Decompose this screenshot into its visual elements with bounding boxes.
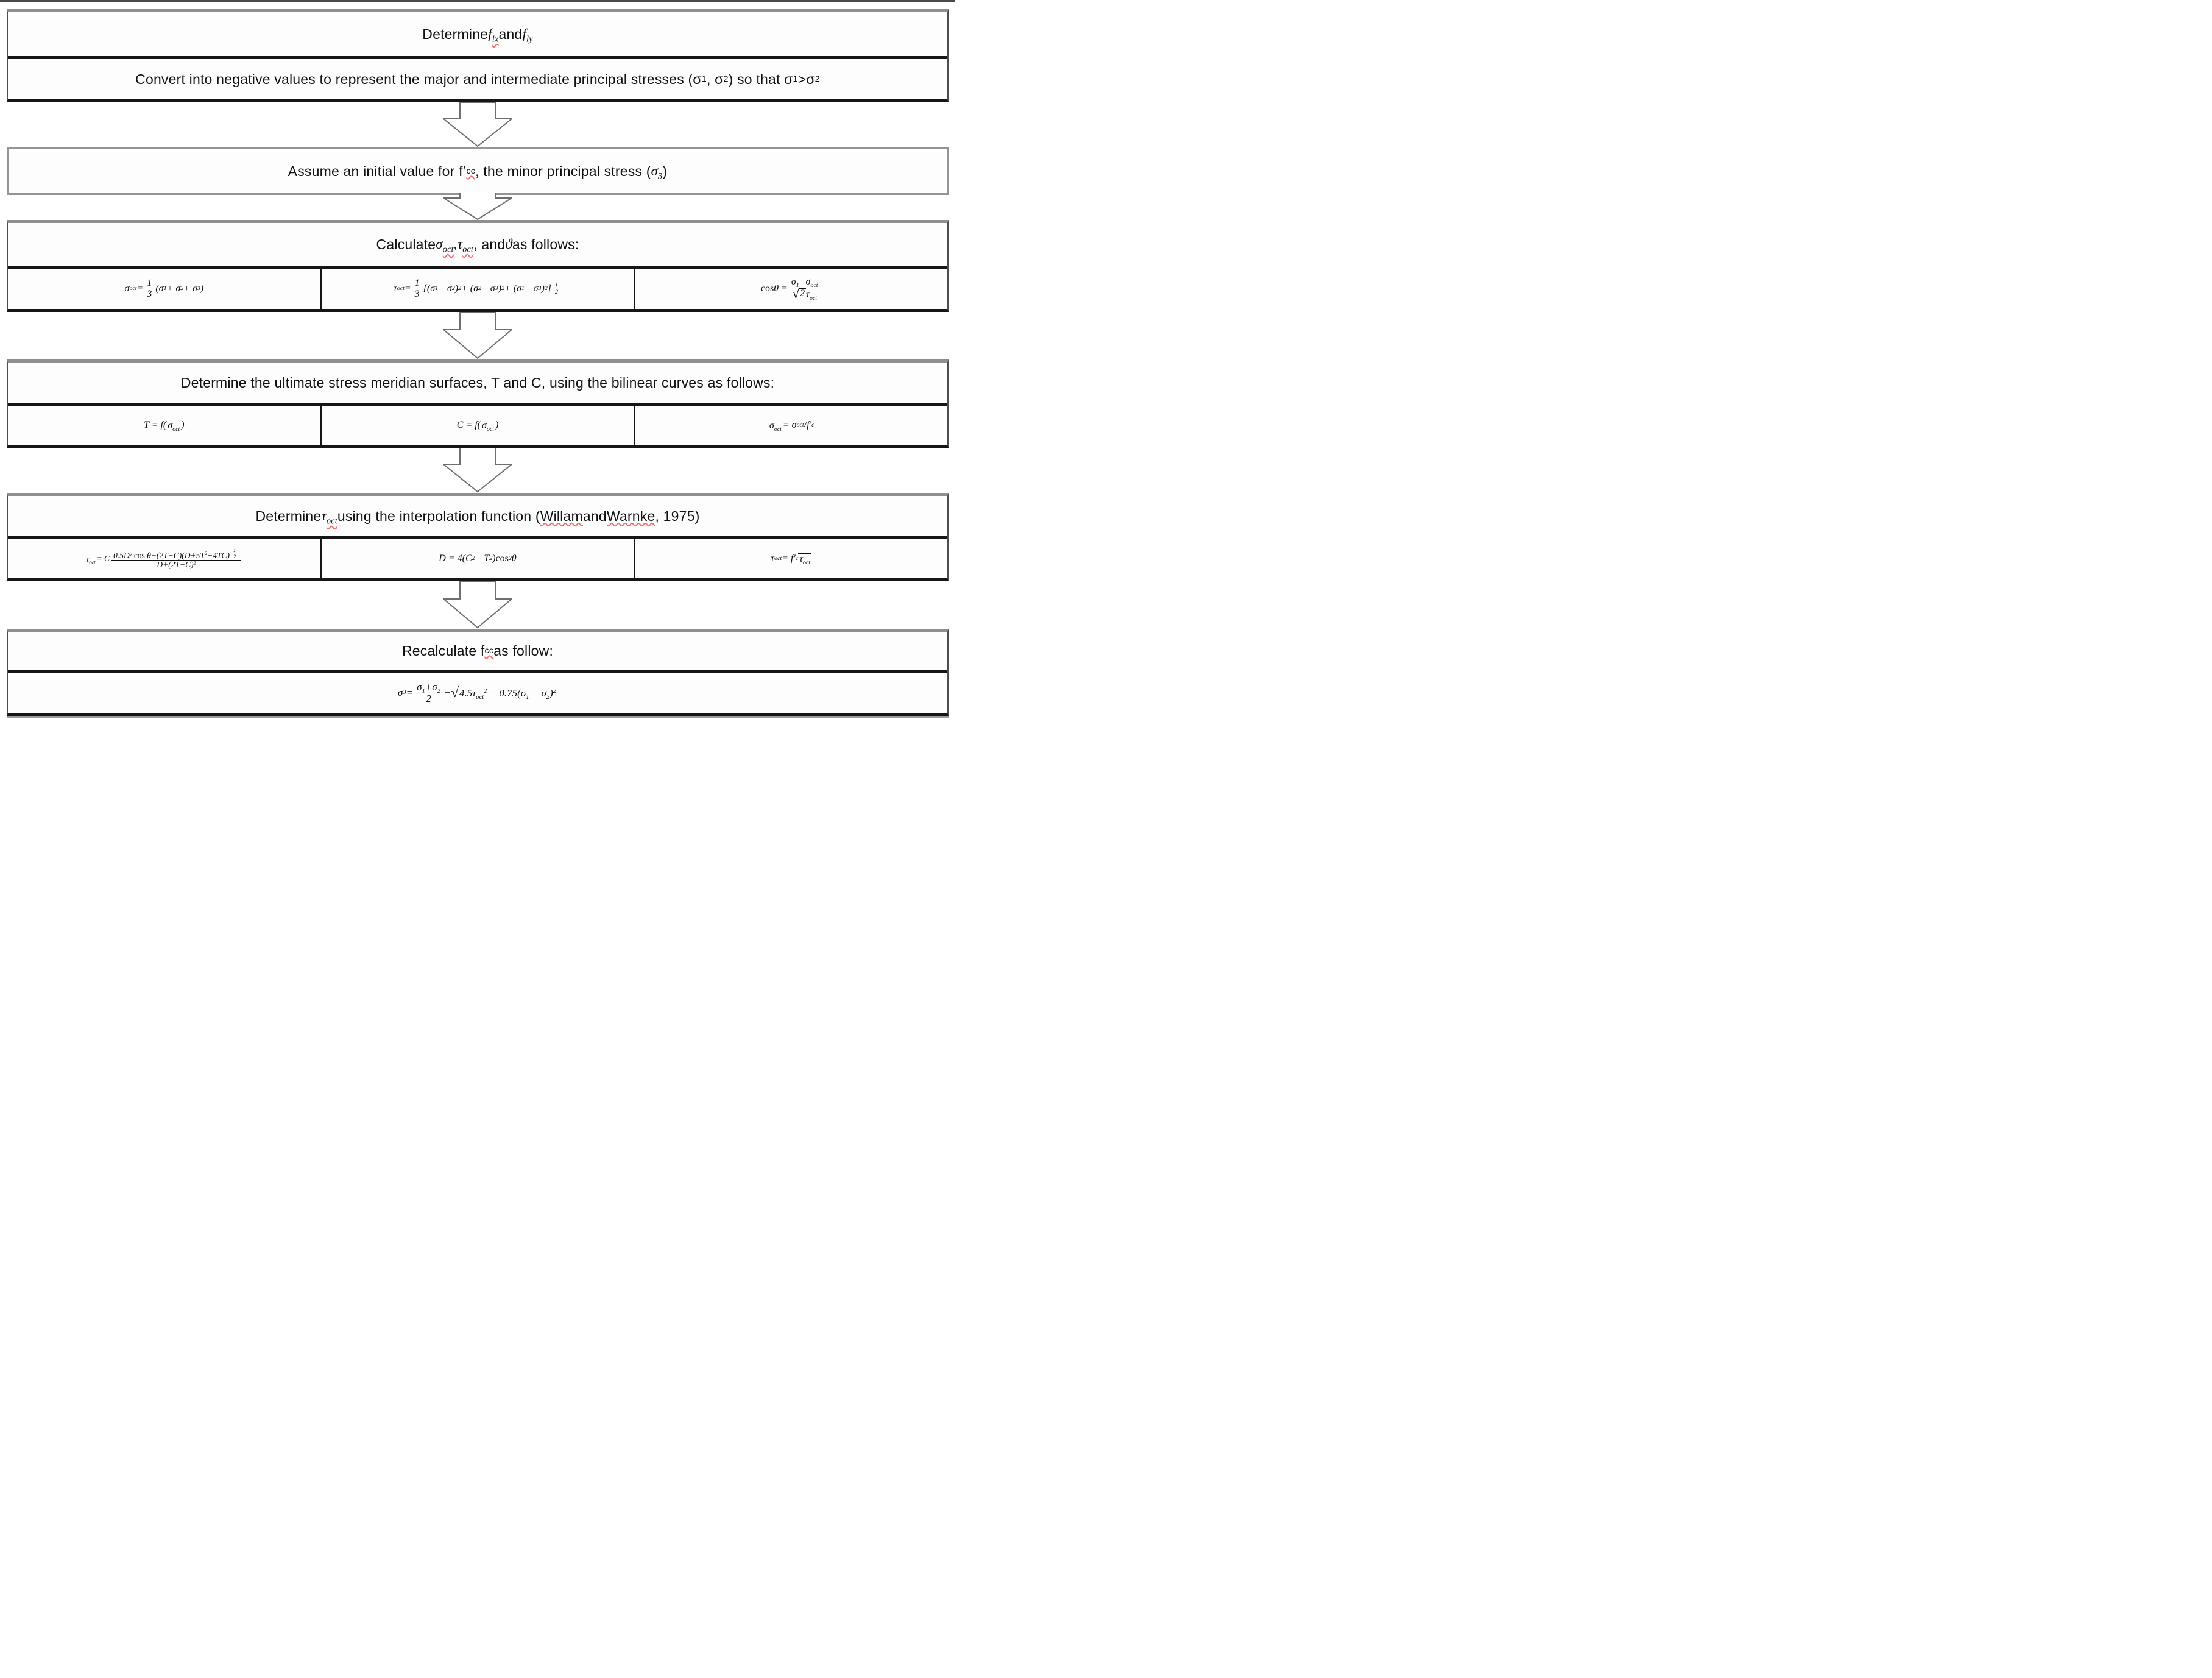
step-box-determine-flx-fly: Determine flx and fly Convert into negat…	[7, 9, 949, 102]
bottom-shadow	[7, 716, 949, 718]
step-box-assume-initial-value: Assume an initial value for f’cc, the mi…	[7, 147, 949, 195]
step2-text: Assume an initial value for f’cc, the mi…	[288, 163, 668, 182]
window-top-edge	[0, 0, 955, 2]
down-arrow-icon	[443, 448, 512, 493]
down-arrow-icon	[443, 581, 512, 629]
formula-C: C = f(σoct)	[320, 406, 634, 445]
step-box-interpolation-function: Determine τoct using the interpolation f…	[7, 493, 949, 581]
step-box-calculate-octahedral: Calculate σoct,τoct , and ϑ as follows: …	[7, 220, 949, 312]
step-box-meridian-surfaces: Determine the ultimate stress meridian s…	[7, 359, 949, 448]
step3-title: Calculate σoct,τoct , and ϑ as follows:	[8, 223, 947, 269]
down-arrow-icon	[443, 193, 512, 221]
formula-T: T = f(σoct)	[144, 419, 185, 433]
flow-arrow-5	[443, 581, 512, 629]
step5-title: Determine τoct using the interpolation f…	[8, 496, 947, 539]
step4-title: Determine the ultimate stress meridian s…	[8, 363, 947, 406]
step1-title: Determine flx and fly	[8, 12, 947, 59]
flowchart-stack: Determine flx and fly Convert into negat…	[0, 2, 955, 718]
flow-arrow-3	[443, 312, 512, 359]
down-arrow-icon	[443, 312, 512, 359]
flowchart-page: Determine flx and fly Convert into negat…	[0, 0, 955, 724]
step1-convert-text: Convert into negative values to represen…	[135, 71, 820, 87]
flow-arrow-2	[443, 193, 512, 221]
flow-arrow-4	[443, 448, 512, 493]
flow-arrow-1	[443, 102, 512, 147]
down-arrow-icon	[443, 102, 512, 147]
